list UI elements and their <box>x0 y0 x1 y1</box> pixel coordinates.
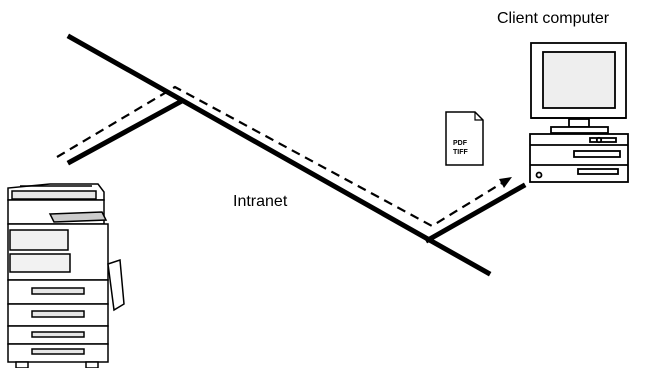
document-icon: PDF TIFF <box>445 111 484 166</box>
intranet-label: Intranet <box>233 193 288 210</box>
monitor-screen <box>542 51 616 109</box>
power-button <box>535 171 543 179</box>
data-flow-arrowhead <box>499 177 512 188</box>
client-computer-label: Client computer <box>497 10 610 27</box>
client-computer-icon <box>529 42 629 183</box>
backbone-main-segment <box>66 33 492 277</box>
document-type-tiff: TIFF <box>453 149 468 156</box>
floppy-slot <box>589 137 617 143</box>
monitor-base <box>550 126 609 134</box>
mfp-printer-icon <box>7 183 125 368</box>
monitor-stand <box>568 118 590 128</box>
network-backbone <box>66 33 527 277</box>
data-flow-path <box>56 85 503 228</box>
drive-slot <box>573 150 621 158</box>
backbone-branch-right <box>424 182 527 244</box>
document-type-pdf: PDF <box>453 140 468 147</box>
backbone-branch-left <box>66 98 184 166</box>
